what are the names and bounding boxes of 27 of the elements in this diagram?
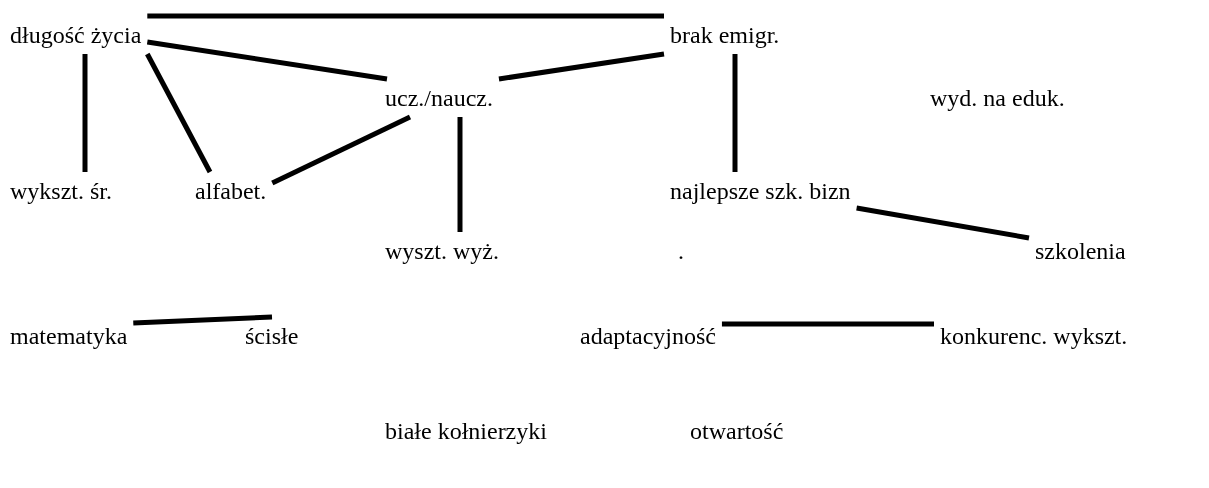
node-label: konkurenc. wykszt. — [940, 323, 1128, 349]
node-label: białe kołnierzyki — [385, 418, 547, 444]
connector-line — [147, 13, 664, 19]
connector-line — [498, 51, 665, 82]
node-label: najlepsze szk. bizn — [670, 178, 851, 204]
connector-line — [82, 54, 88, 172]
node-label: ucz./naucz. — [385, 85, 493, 111]
node-label: wyd. na eduk. — [930, 85, 1065, 111]
node-label: adaptacyjność — [580, 323, 716, 349]
node-label: matematyka — [10, 323, 128, 349]
node-label: długość życia — [10, 22, 142, 48]
node-label: wykszt. śr. — [10, 178, 112, 204]
node-label: wyszt. wyż. — [385, 238, 499, 264]
node-label: brak emigr. — [670, 22, 780, 48]
connector-line — [732, 54, 738, 172]
node-label: ścisłe — [245, 323, 299, 349]
connector-line — [856, 205, 1030, 241]
connector-line — [271, 114, 412, 186]
node-label: szkolenia — [1035, 238, 1126, 264]
stray-dot-text: . — [678, 238, 684, 264]
connector-line — [146, 39, 388, 82]
connector-line — [457, 117, 463, 232]
node-label: alfabet. — [195, 178, 267, 204]
connector-line — [133, 314, 273, 326]
connector-line — [145, 52, 213, 174]
connector-line — [721, 321, 934, 327]
node-label: otwartość — [690, 418, 784, 444]
